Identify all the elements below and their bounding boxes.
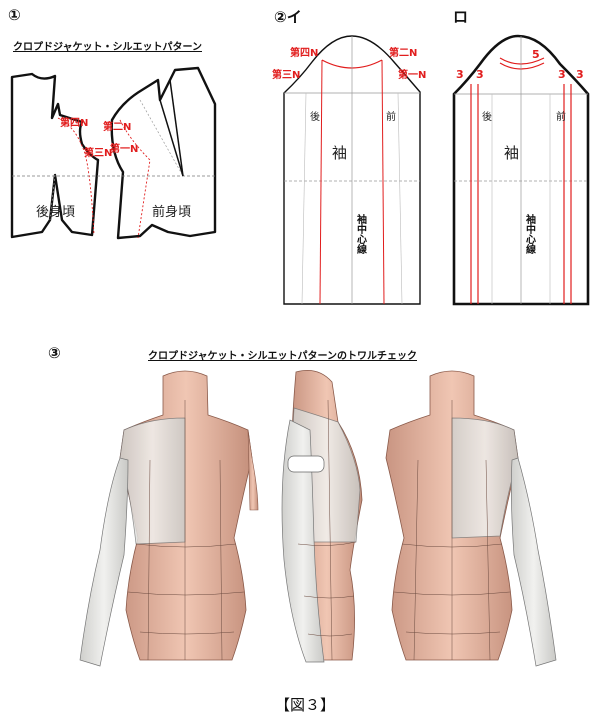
section-4-title: クロプドジャケット・シルエットパターンのトワルチェック	[148, 351, 417, 362]
bodice-label-dai1: 第一N	[110, 142, 138, 155]
section-1-label: ①	[8, 6, 21, 24]
mannequin-side	[281, 369, 363, 663]
front-bodice-outline	[110, 66, 217, 240]
section-1-title: クロプドジャケット・シルエットパターン	[13, 42, 202, 53]
bodice-label-dai2: 第二N	[103, 120, 131, 133]
bodice-label-dai3: 第三N	[84, 146, 112, 159]
sleeve-a-center-line-label: 袖中心線	[355, 213, 368, 255]
sleeve-a-label-dai3: 第三N	[272, 68, 300, 81]
sleeve-b-front-label: 前	[556, 110, 566, 123]
front-seam-line	[119, 119, 151, 239]
front-dart-line-2	[159, 99, 184, 177]
back-bodice-outline	[10, 72, 100, 239]
sleeve-b-num-right-inner: 3	[558, 68, 566, 81]
sleeve-a-guide-right	[397, 92, 403, 305]
mannequin-front	[79, 370, 259, 667]
sleeve-a-guide-left	[301, 92, 307, 305]
sleeve-a-back-label: 後	[310, 110, 320, 123]
section-3-label: ロ	[453, 8, 469, 26]
sleeve-a-label-dai1: 第一N	[398, 68, 426, 81]
mannequin-back	[385, 370, 557, 667]
sleeve-b-center-line-label: 袖中心線	[524, 213, 537, 255]
sleeve-a-label-dai2: 第二N	[389, 46, 417, 59]
back-dart-line	[49, 174, 56, 221]
sleeve-b-num-left-inner: 3	[476, 68, 484, 81]
sleeve-a-label-dai4: 第四N	[290, 46, 318, 59]
front-bodice-label: 前身頃	[152, 204, 191, 220]
sleeve-pattern-b: 3 3 5 3 3 後 前 袖 袖中心線	[452, 34, 590, 306]
section-4-label: ③	[48, 344, 61, 362]
sleeve-a-red-line-right	[381, 59, 385, 305]
sleeve-b-num-right-outer: 3	[576, 68, 584, 81]
sleeve-b-num-top: 5	[532, 48, 540, 61]
sleeve-b-sleeve-label: 袖	[504, 144, 519, 162]
sleeve-b-back-label: 後	[482, 110, 492, 123]
toile-check-figures	[79, 369, 557, 667]
section-2-label: ②イ	[274, 8, 302, 26]
figure-caption: 【図３】	[274, 696, 335, 714]
sleeve-a-sleeve-label: 袖	[332, 144, 347, 162]
bodice-pattern: 後身頃 前身頃 第四N 第三N 第二N 第一N	[10, 66, 217, 240]
back-bodice-label: 後身頃	[36, 204, 75, 220]
back-seam-line	[57, 117, 95, 236]
front-dart-line	[169, 79, 184, 177]
bodice-label-dai4: 第四N	[60, 116, 88, 129]
sleeve-a-red-line-left	[319, 59, 323, 305]
front-dart-guide	[139, 99, 184, 177]
sleeve-pattern-a: 第四N 第三N 第二N 第一N 後 前 袖 袖中心線	[272, 35, 426, 305]
sleeve-a-front-label: 前	[386, 110, 396, 123]
sleeve-b-num-left-outer: 3	[456, 68, 464, 81]
